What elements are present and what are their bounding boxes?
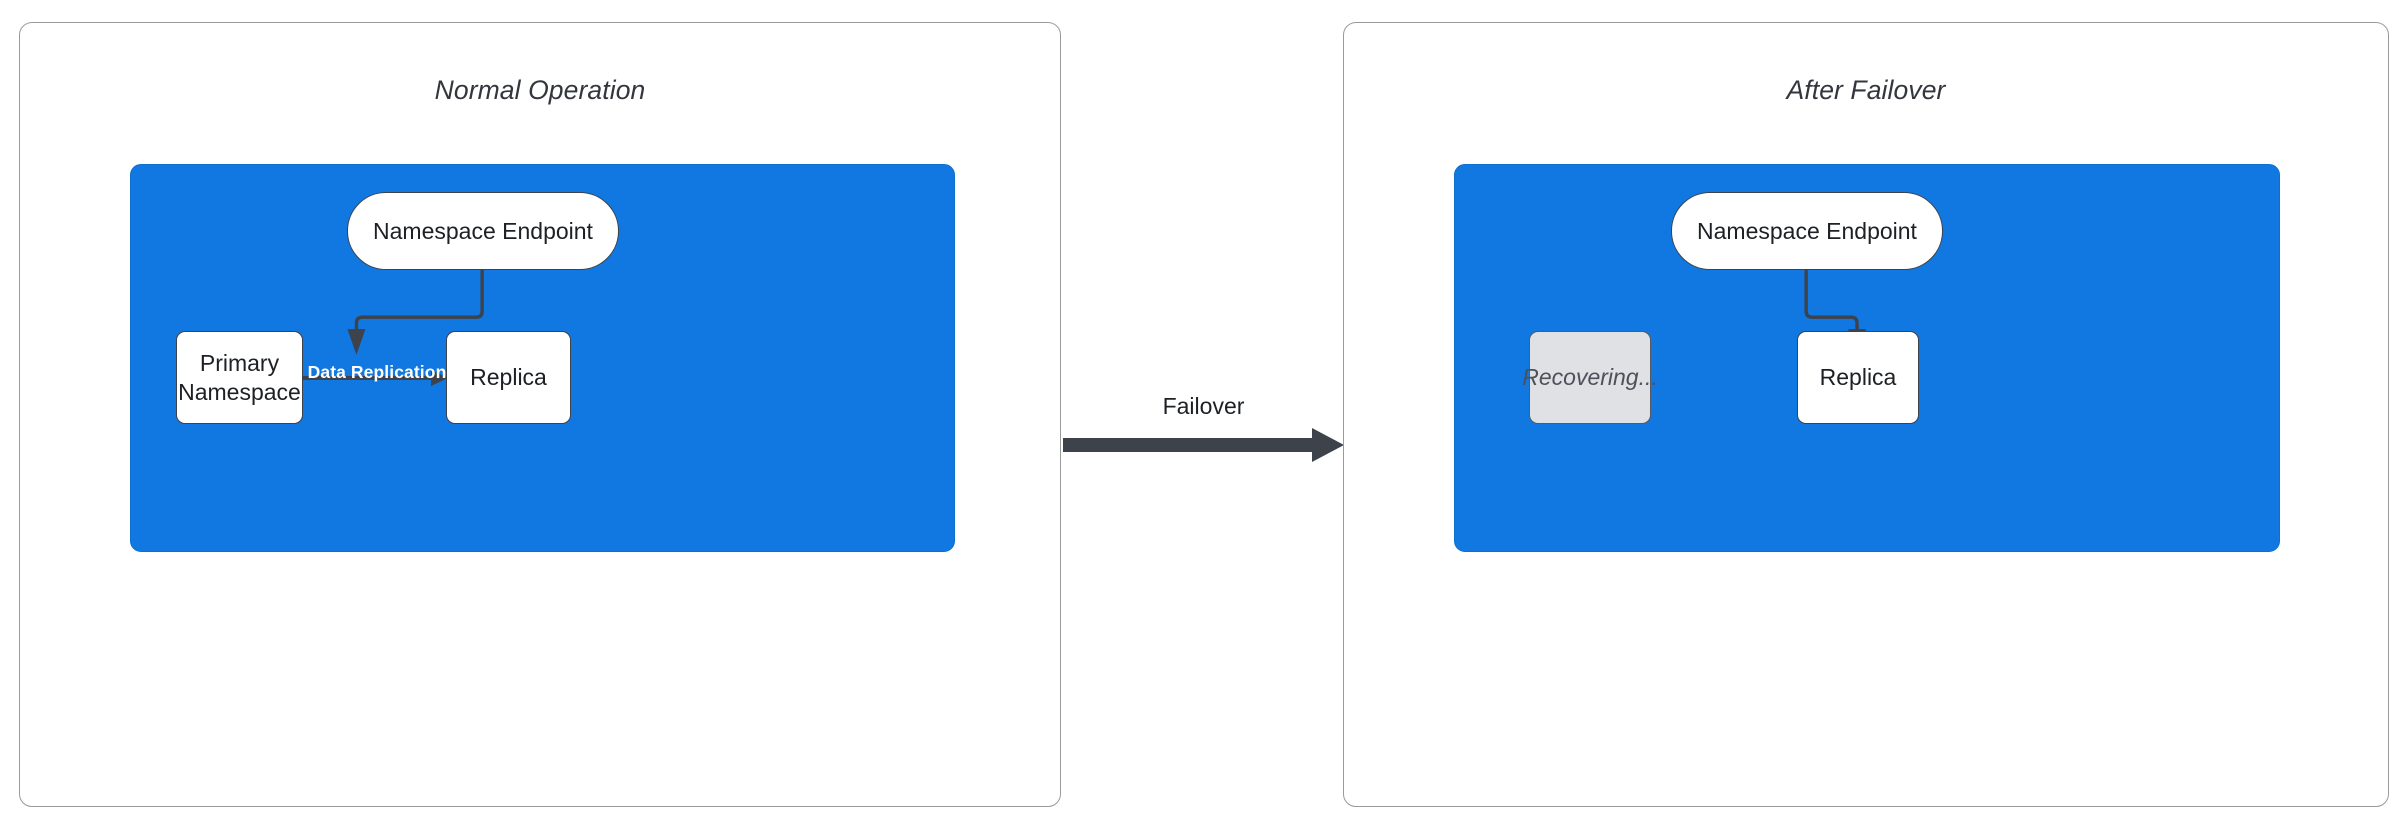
panel-normal-operation: Normal Operation Data Replication Namesp…	[19, 22, 1061, 807]
blue-region-normal: Data Replication Namespace Endpoint Prim…	[130, 164, 955, 552]
edge-shaft	[302, 376, 432, 380]
node-recovering[interactable]: Recovering...	[1522, 331, 1658, 424]
edge-label-data-replication: Data Replication	[307, 362, 447, 382]
panel-after-failover: After Failover Namespace Endpoint Recove…	[1343, 22, 2389, 807]
node-replica-after[interactable]: Replica	[1797, 331, 1919, 424]
arrow-shaft	[1063, 438, 1315, 452]
failover-transition-label: Failover	[1162, 393, 1245, 419]
arrowhead-icon	[1312, 428, 1344, 462]
node-namespace-endpoint-after[interactable]: Namespace Endpoint	[1671, 192, 1943, 270]
failover-transition-arrow	[1063, 428, 1344, 462]
arrowhead-icon	[431, 370, 448, 386]
node-replica-normal[interactable]: Replica	[446, 331, 571, 424]
panel-title-normal-operation: Normal Operation	[434, 75, 646, 105]
node-namespace-endpoint-normal[interactable]: Namespace Endpoint	[347, 192, 619, 270]
node-primary-namespace[interactable]: Primary Namespace	[176, 331, 303, 424]
edge-data-replication	[302, 370, 448, 386]
panel-title-after-failover: After Failover	[1786, 75, 1946, 105]
blue-region-after: Namespace Endpoint Recovering... Replica	[1454, 164, 2280, 552]
